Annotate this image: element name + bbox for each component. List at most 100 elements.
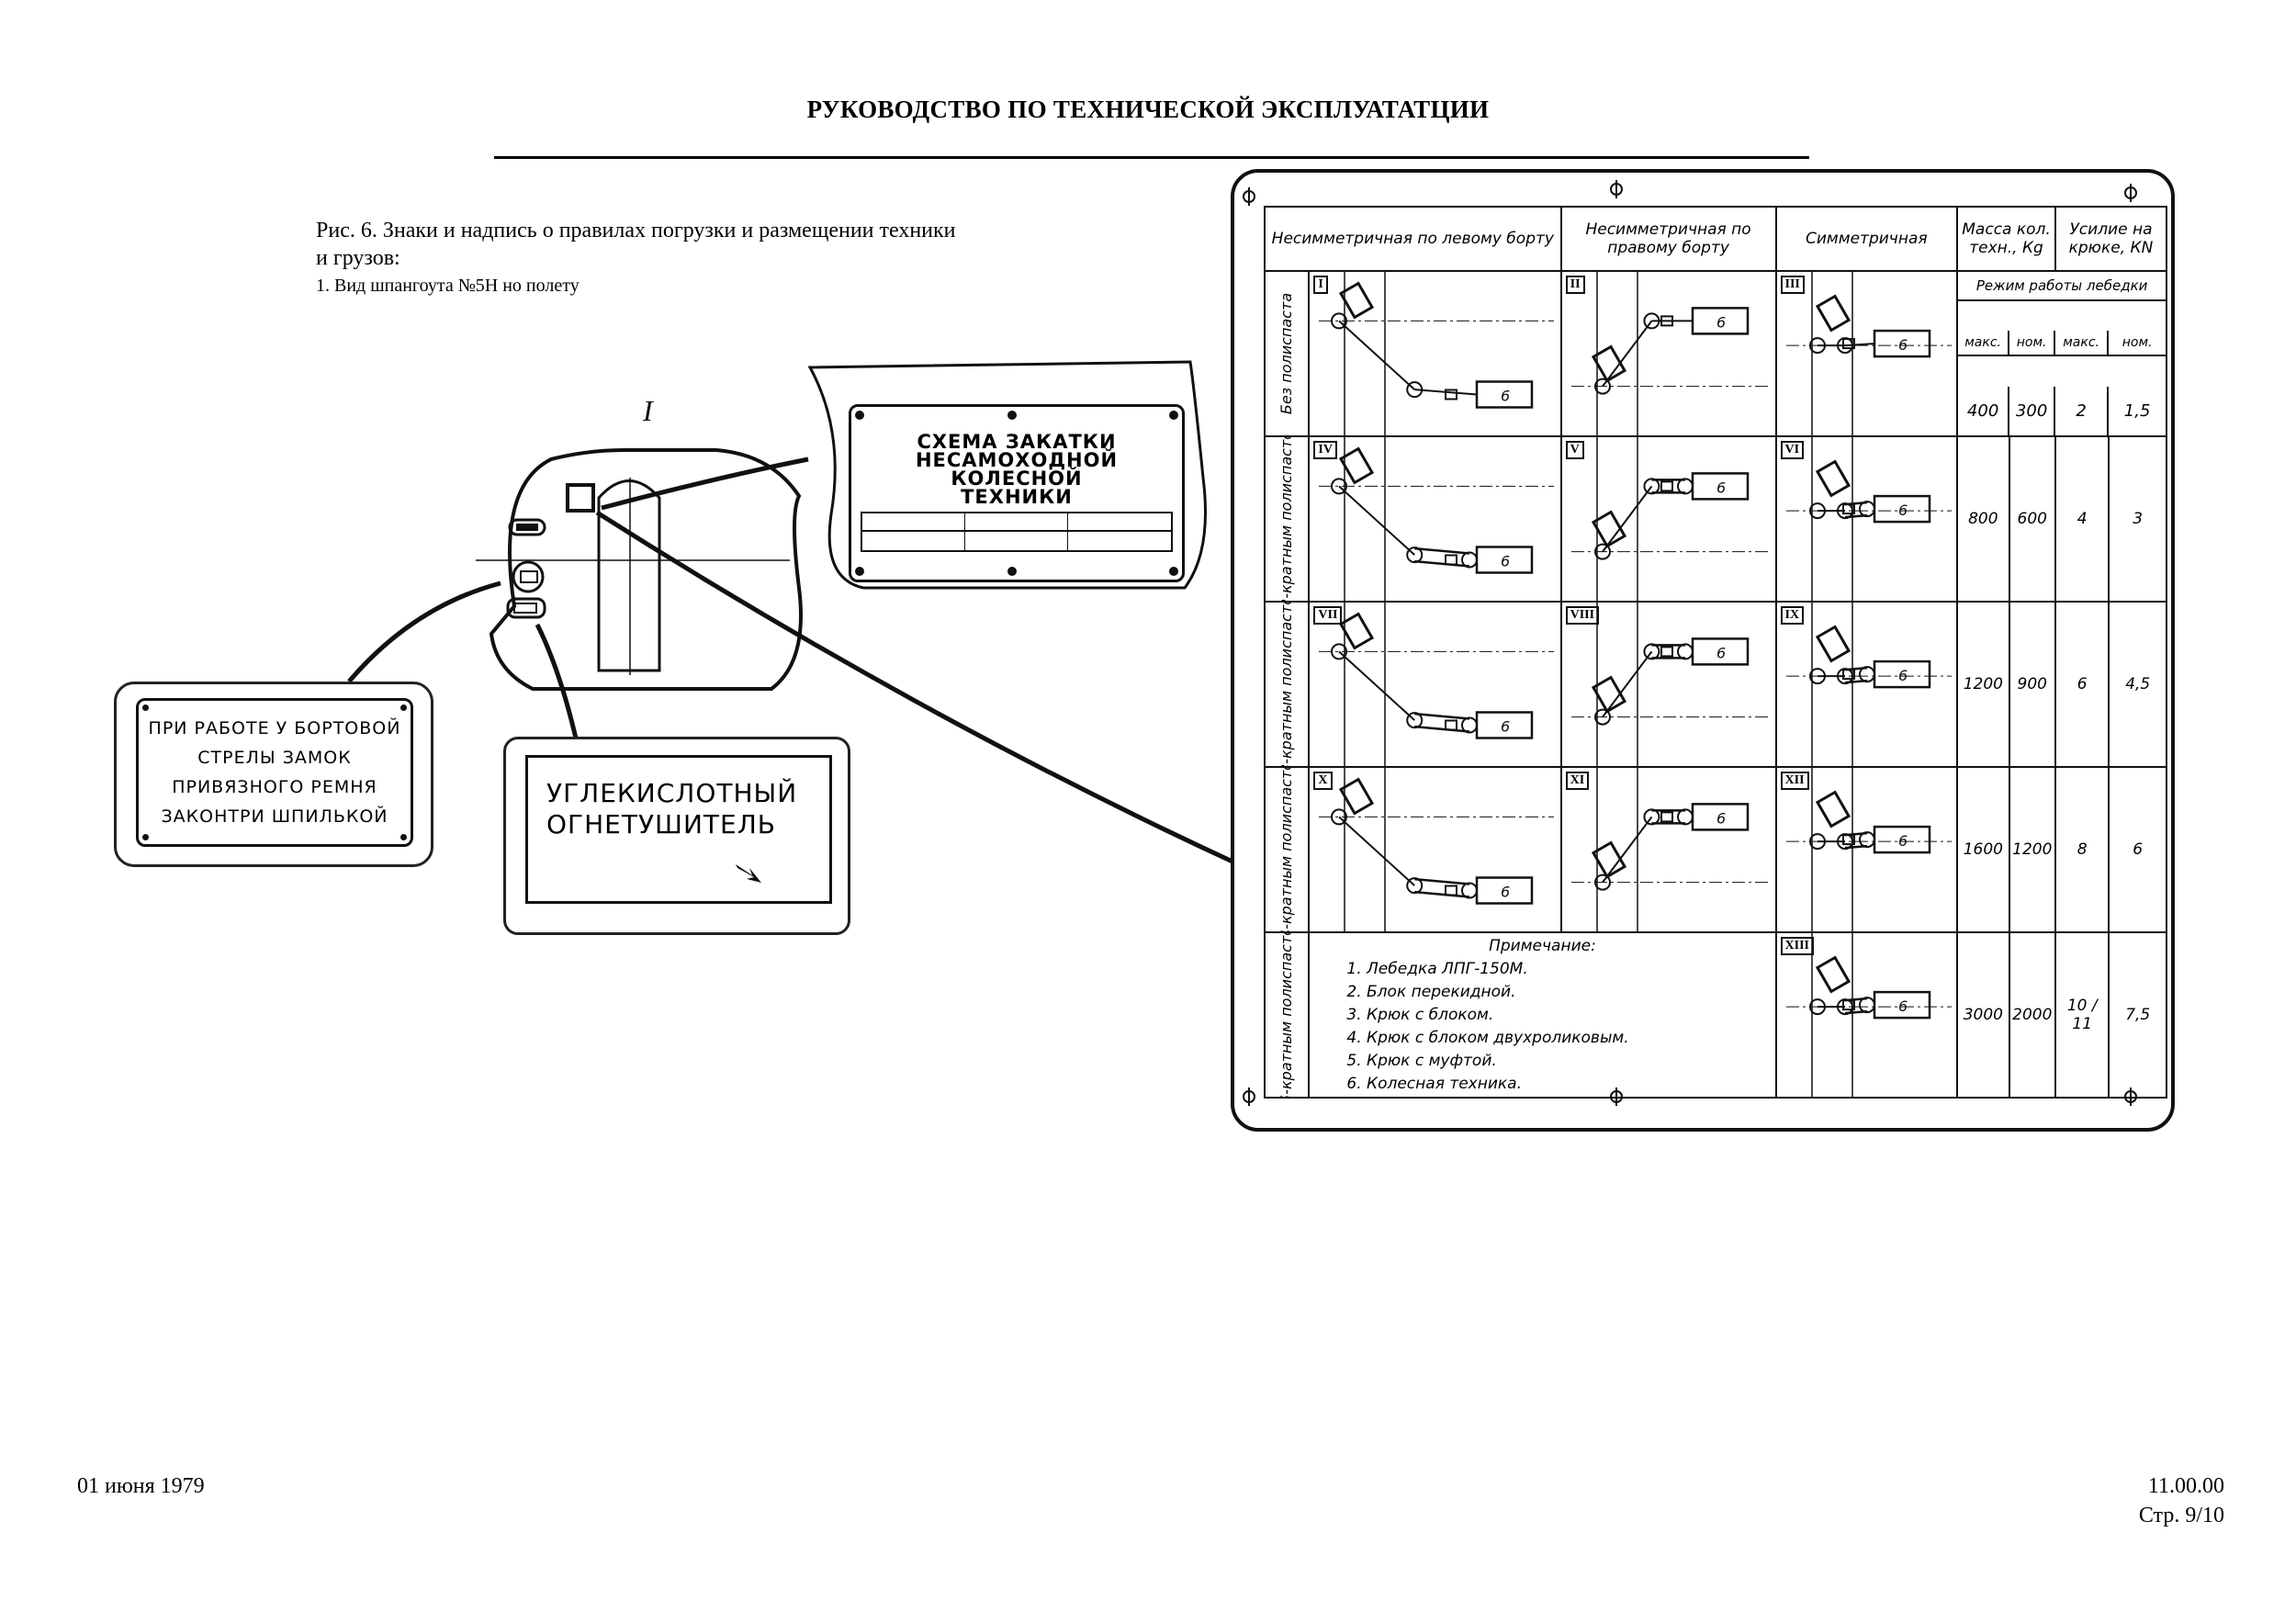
winch-icon <box>1591 840 1626 879</box>
pulley-icon <box>1331 808 1348 826</box>
header-mass: Масса кол. техн., Кg <box>1956 206 2056 272</box>
scheme-cell: VIII 6 <box>1559 601 1777 768</box>
row-label: С2-кратным полиспастом <box>1263 435 1311 603</box>
vehicle-label: 6 <box>1898 667 1908 684</box>
cable-line <box>1338 816 1416 886</box>
title-divider <box>494 156 1809 159</box>
coupling-icon <box>1445 719 1458 731</box>
winch-icon <box>1591 510 1626 548</box>
force-nom-value: 6 <box>2108 766 2167 933</box>
coupling-icon <box>1841 834 1855 846</box>
lock-sign: ПРИ РАБОТЕ У БОРТОВОЙ СТРЕЛЫ ЗАМОК ПРИВЯ… <box>136 698 413 847</box>
cable-line <box>1338 650 1416 721</box>
scheme-diagram: 6 <box>1570 273 1770 434</box>
table-header-row: Несимметричная по левому борту Несимметр… <box>1264 206 2168 272</box>
vehicle-box <box>1476 711 1534 739</box>
header-mass-max: макс. <box>1959 331 2010 357</box>
cable-line <box>1414 725 1470 733</box>
caption-line-2: и грузов: <box>316 246 400 270</box>
pulley-icon <box>1593 543 1611 560</box>
vehicle-label: 6 <box>1898 502 1908 519</box>
hook-pulley-icon <box>1676 643 1694 660</box>
vehicle-label: 6 <box>1501 884 1510 901</box>
scheme-sign-line-2: НЕСАМОХОДНОЙ КОЛЕСНОЙ <box>915 449 1119 490</box>
coupling-icon <box>1445 885 1458 896</box>
scheme-number: VIII <box>1565 606 1600 625</box>
coupling-icon <box>1445 554 1458 566</box>
header-force-max: макс. <box>2055 331 2110 357</box>
vehicle-label: 6 <box>1716 313 1726 331</box>
sign-location-square <box>566 483 595 513</box>
footer-date: 01 июня 1979 <box>77 1474 205 1498</box>
mass-max-value: 1600 <box>1956 766 2010 933</box>
force-max-value: 6 <box>2054 601 2110 768</box>
view-label-I: I <box>642 394 654 427</box>
scheme-diagram: 6 <box>1319 603 1555 765</box>
force-nom-value: 3 <box>2108 435 2167 603</box>
pulley-icon <box>1593 378 1611 395</box>
coupling-icon <box>1660 646 1673 658</box>
extinguisher-sign: УГЛЕКИСЛОТНЫЙ ОГНЕТУШИТЕЛЬ <box>525 755 832 904</box>
notes-block: Примечание: 1. Лебедка ЛПГ-150М. 2. Блок… <box>1308 931 1777 1099</box>
winch-icon <box>1815 955 1851 994</box>
winch-icon <box>1339 446 1375 485</box>
winch-icon <box>1339 281 1375 320</box>
vehicle-label: 6 <box>1716 644 1726 661</box>
header-winch-mode: Режим работы лебедки <box>1959 273 2166 301</box>
hook-pulley-icon <box>1858 997 1875 1014</box>
pulley-icon <box>1593 873 1611 891</box>
scheme-sign-blank-grid <box>861 512 1173 552</box>
fire-extinguisher-spot <box>512 560 545 593</box>
vehicle-box <box>1873 329 1930 358</box>
caption-line-3: 1. Вид шпангоута №5Н но полету <box>316 276 580 296</box>
scheme-number: XII <box>1780 772 1809 790</box>
cable-line <box>1338 485 1416 556</box>
scheme-number: I <box>1313 276 1328 294</box>
cable-line <box>1414 877 1470 885</box>
coupling-icon <box>1445 389 1458 400</box>
hook-pulley-icon <box>1461 551 1479 569</box>
table-row: С5-кратным полиспастом Примечание: 1. Ле… <box>1263 931 2167 1099</box>
vehicle-box <box>1873 990 1930 1020</box>
cable-line <box>1414 890 1470 898</box>
winch-icon <box>1815 625 1851 663</box>
vehicle-label: 6 <box>1501 718 1510 736</box>
cable-line <box>1601 650 1652 718</box>
window-slot-2 <box>506 597 546 619</box>
header-force-nom: ном. <box>2109 331 2166 357</box>
note-item: 5. Крюк с муфтой. <box>1346 1051 1497 1070</box>
row-label: С5-кратным полиспастом <box>1263 931 1311 1099</box>
header-asym-right: Несимметричная по правому борту <box>1559 206 1777 272</box>
vehicle-label: 6 <box>1716 809 1726 827</box>
scheme-diagram: 6 <box>1785 934 1952 1096</box>
coupling-icon <box>1841 669 1855 681</box>
scheme-diagram: 6 <box>1785 769 1952 930</box>
note-item: 6. Колесная техника. <box>1346 1074 1522 1093</box>
winch-icon <box>1815 459 1851 498</box>
lock-sign-line-2: СТРЕЛЫ ЗАМОК <box>197 748 352 768</box>
coupling-icon <box>1660 480 1673 492</box>
hook-pulley-icon <box>1643 808 1660 826</box>
pulley-icon <box>1331 478 1348 495</box>
extinguisher-sign-line-2: ОГНЕТУШИТЕЛЬ <box>546 809 776 840</box>
vehicle-box <box>1476 380 1534 409</box>
vehicle-box <box>1691 472 1749 501</box>
winch-icon <box>1339 777 1375 816</box>
scheme-number: VII <box>1313 606 1343 625</box>
pulley-icon <box>1593 708 1611 726</box>
scheme-sign: СХЕМА ЗАКАТКИ НЕСАМОХОДНОЙ КОЛЕСНОЙ ТЕХН… <box>849 404 1185 582</box>
footer-doc-code: 11.00.00 <box>2147 1474 2224 1498</box>
force-max-value: 8 <box>2054 766 2110 933</box>
hook-pulley-icon <box>1676 478 1694 495</box>
figure-caption: Рис. 6. Знаки и надпись о правилах погру… <box>316 217 1142 299</box>
vehicle-label: 6 <box>1898 832 1908 850</box>
force-nom-value: 1,5 <box>2123 400 2151 421</box>
frame-outline <box>489 448 803 691</box>
force-nom-value: 4,5 <box>2108 601 2167 768</box>
screw-icon <box>2124 184 2137 202</box>
